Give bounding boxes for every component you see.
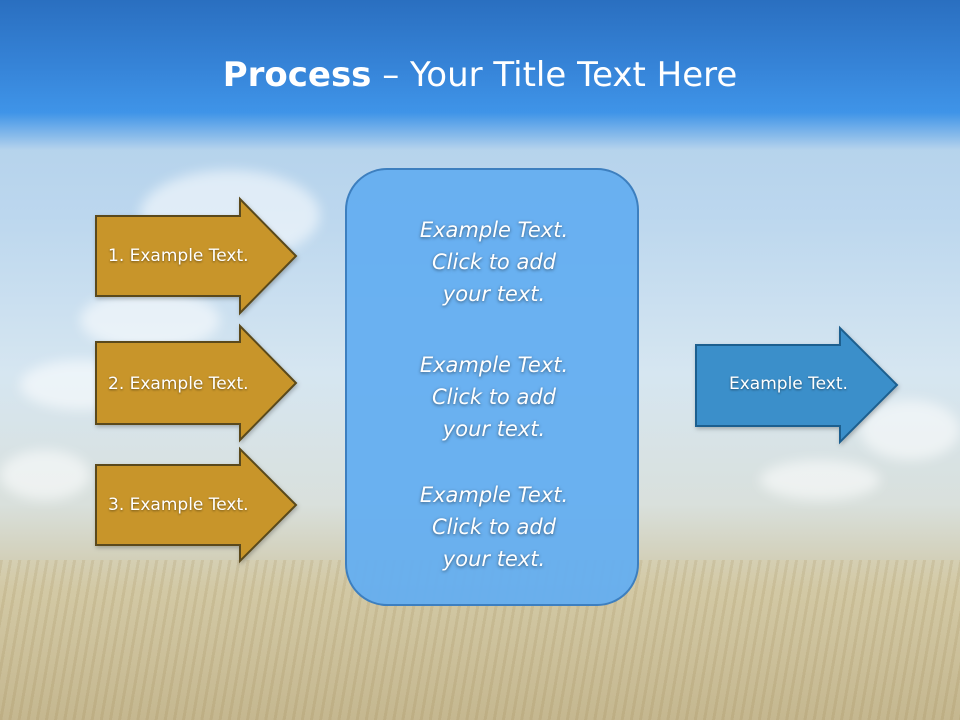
- cloud: [80, 290, 220, 350]
- left-arrow-1[interactable]: [95, 196, 298, 316]
- center-text-block-3[interactable]: Example Text. Click to add your text.: [347, 479, 641, 575]
- center-box[interactable]: Example Text. Click to add your text. Ex…: [345, 168, 639, 606]
- title-rest: – Your Title Text Here: [371, 55, 738, 95]
- center-text-line: your text.: [442, 547, 546, 571]
- center-text-line: Example Text.: [419, 483, 569, 507]
- center-text-block-2[interactable]: Example Text. Click to add your text.: [347, 349, 641, 445]
- center-text-block-1[interactable]: Example Text. Click to add your text.: [347, 214, 641, 310]
- cloud: [0, 450, 90, 500]
- right-arrow[interactable]: [695, 325, 899, 445]
- title-bold: Process: [222, 55, 372, 95]
- left-arrow-1-label: 1. Example Text.: [108, 246, 249, 266]
- page-title: Process – Your Title Text Here: [0, 52, 960, 98]
- cloud: [760, 460, 880, 500]
- title-band: [0, 0, 960, 150]
- center-text-line: Click to add: [431, 250, 556, 274]
- left-arrow-3-label: 3. Example Text.: [108, 495, 249, 515]
- center-text-line: your text.: [442, 417, 546, 441]
- left-arrow-2[interactable]: [95, 323, 298, 443]
- cloud: [860, 400, 960, 460]
- left-arrow-3[interactable]: [95, 446, 298, 564]
- center-text-line: Example Text.: [419, 218, 569, 242]
- center-text-line: your text.: [442, 282, 546, 306]
- center-text-line: Click to add: [431, 515, 556, 539]
- left-arrow-2-label: 2. Example Text.: [108, 374, 249, 394]
- center-text-line: Click to add: [431, 385, 556, 409]
- right-arrow-label: Example Text.: [729, 374, 848, 394]
- center-text-line: Example Text.: [419, 353, 569, 377]
